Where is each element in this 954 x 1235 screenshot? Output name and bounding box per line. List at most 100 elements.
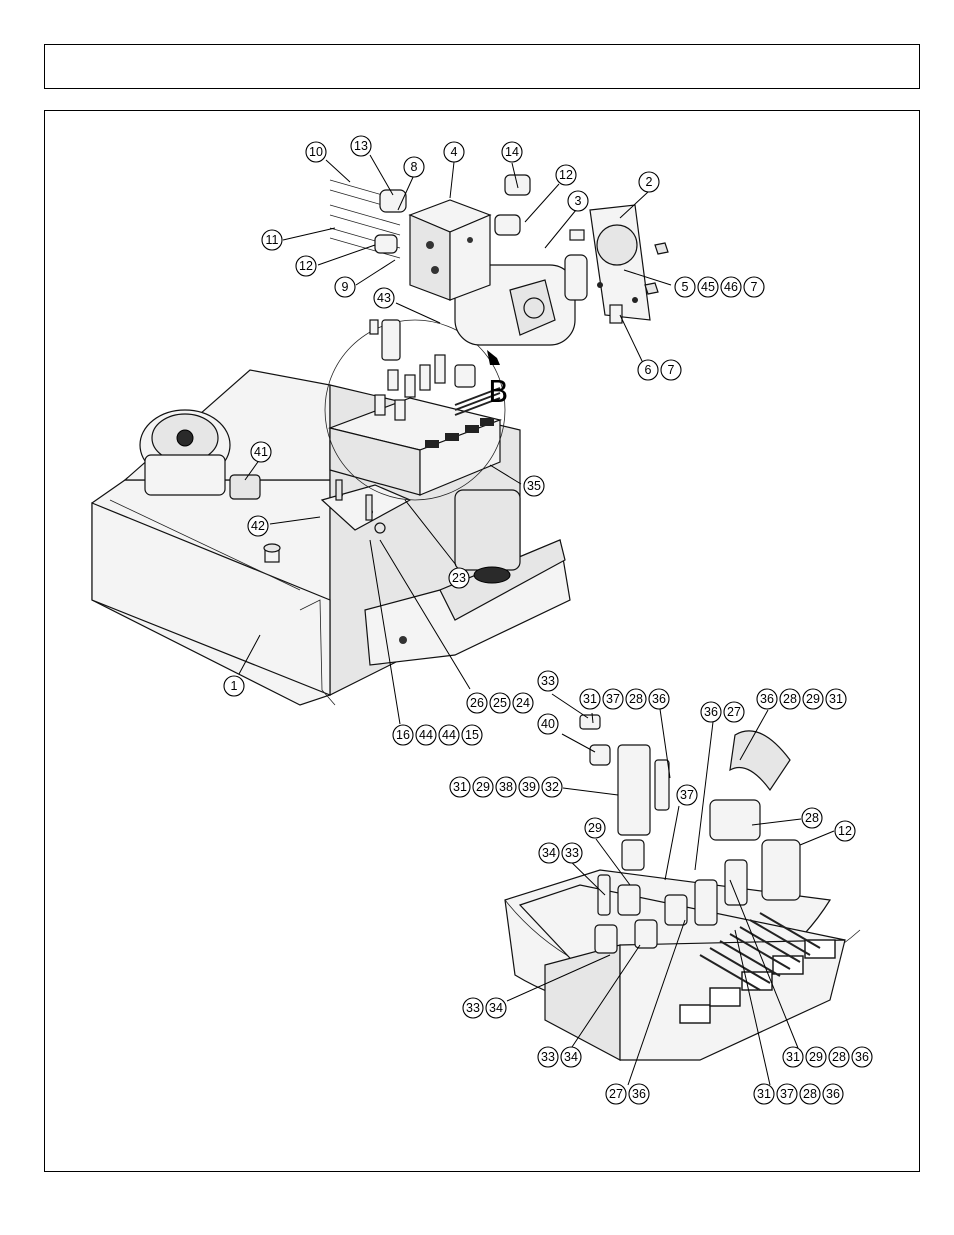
- svg-text:10: 10: [309, 145, 323, 159]
- callout-7: 7: [743, 276, 765, 298]
- svg-text:28: 28: [832, 1050, 846, 1064]
- callout-33: 33: [462, 997, 484, 1019]
- callout-26: 26: [466, 692, 488, 714]
- callout-28: 28: [779, 688, 801, 710]
- svg-text:36: 36: [760, 692, 774, 706]
- callout-11: 11: [261, 229, 283, 251]
- callout-34: 34: [485, 997, 507, 1019]
- svg-text:14: 14: [505, 145, 519, 159]
- callout-28: 28: [625, 688, 647, 710]
- callout-29: 29: [802, 688, 824, 710]
- svg-text:33: 33: [541, 674, 555, 688]
- callout-33: 33: [537, 1046, 559, 1068]
- callout-23: 23: [448, 567, 470, 589]
- callout-7: 7: [660, 359, 682, 381]
- callout-36: 36: [648, 688, 670, 710]
- svg-text:34: 34: [542, 846, 556, 860]
- detail-view-b: [504, 714, 861, 1061]
- callout-9: 9: [334, 276, 356, 298]
- svg-text:35: 35: [527, 479, 541, 493]
- svg-text:2: 2: [646, 175, 653, 189]
- svg-text:3: 3: [575, 194, 582, 208]
- svg-text:42: 42: [251, 519, 265, 533]
- callout-31: 31: [579, 688, 601, 710]
- svg-text:39: 39: [522, 780, 536, 794]
- callout-38: 38: [495, 776, 517, 798]
- svg-text:33: 33: [541, 1050, 555, 1064]
- callout-36: 36: [756, 688, 778, 710]
- callout-41: 41: [250, 441, 272, 463]
- callout-45: 45: [697, 276, 719, 298]
- svg-text:36: 36: [632, 1087, 646, 1101]
- callout-28: 28: [828, 1046, 850, 1068]
- callout-31: 31: [782, 1046, 804, 1068]
- svg-text:29: 29: [806, 692, 820, 706]
- svg-text:43: 43: [377, 291, 391, 305]
- svg-text:28: 28: [803, 1087, 817, 1101]
- callout-46: 46: [720, 276, 742, 298]
- svg-text:36: 36: [826, 1087, 840, 1101]
- svg-text:45: 45: [701, 280, 715, 294]
- svg-text:31: 31: [757, 1087, 771, 1101]
- callout-29: 29: [472, 776, 494, 798]
- svg-text:15: 15: [465, 728, 479, 742]
- callout-34: 34: [560, 1046, 582, 1068]
- callout-24: 24: [512, 692, 534, 714]
- callout-33: 33: [537, 670, 559, 692]
- svg-text:33: 33: [565, 846, 579, 860]
- callout-4: 4: [443, 141, 465, 163]
- callout-2: 2: [638, 171, 660, 193]
- callout-16: 16: [392, 724, 414, 746]
- callout-25: 25: [489, 692, 511, 714]
- callout-43: 43: [373, 287, 395, 309]
- svg-text:40: 40: [541, 717, 555, 731]
- svg-text:27: 27: [609, 1087, 623, 1101]
- svg-text:36: 36: [652, 692, 666, 706]
- drawing-frame: [44, 110, 920, 1172]
- svg-text:5: 5: [682, 280, 689, 294]
- svg-text:34: 34: [564, 1050, 578, 1064]
- svg-text:16: 16: [396, 728, 410, 742]
- svg-text:31: 31: [829, 692, 843, 706]
- svg-text:24: 24: [516, 696, 530, 710]
- callout-12: 12: [555, 164, 577, 186]
- svg-text:31: 31: [786, 1050, 800, 1064]
- svg-text:25: 25: [493, 696, 507, 710]
- callout-33: 33: [561, 842, 583, 864]
- callout-27: 27: [605, 1083, 627, 1105]
- svg-text:37: 37: [780, 1087, 794, 1101]
- callout-31: 31: [753, 1083, 775, 1105]
- callout-36: 36: [700, 701, 722, 723]
- callout-27: 27: [723, 701, 745, 723]
- callout-31: 31: [825, 688, 847, 710]
- callout-39: 39: [518, 776, 540, 798]
- svg-text:26: 26: [470, 696, 484, 710]
- valve-block: [327, 387, 503, 496]
- callout-37: 37: [602, 688, 624, 710]
- manifold: [408, 199, 492, 301]
- callout-5: 5: [674, 276, 696, 298]
- pump-motor: [454, 489, 521, 584]
- svg-text:29: 29: [809, 1050, 823, 1064]
- svg-text:36: 36: [855, 1050, 869, 1064]
- svg-text:37: 37: [606, 692, 620, 706]
- callout-36: 36: [851, 1046, 873, 1068]
- svg-text:12: 12: [299, 259, 313, 273]
- svg-text:38: 38: [499, 780, 513, 794]
- svg-text:44: 44: [442, 728, 456, 742]
- svg-text:1: 1: [231, 679, 238, 693]
- svg-text:28: 28: [629, 692, 643, 706]
- svg-text:12: 12: [559, 168, 573, 182]
- svg-text:36: 36: [704, 705, 718, 719]
- svg-text:31: 31: [453, 780, 467, 794]
- svg-text:12: 12: [838, 824, 852, 838]
- callout-28: 28: [799, 1083, 821, 1105]
- callout-12: 12: [295, 255, 317, 277]
- callout-6: 6: [637, 359, 659, 381]
- callout-3: 3: [567, 190, 589, 212]
- svg-text:29: 29: [588, 821, 602, 835]
- callout-36: 36: [822, 1083, 844, 1105]
- svg-text:29: 29: [476, 780, 490, 794]
- svg-text:44: 44: [419, 728, 433, 742]
